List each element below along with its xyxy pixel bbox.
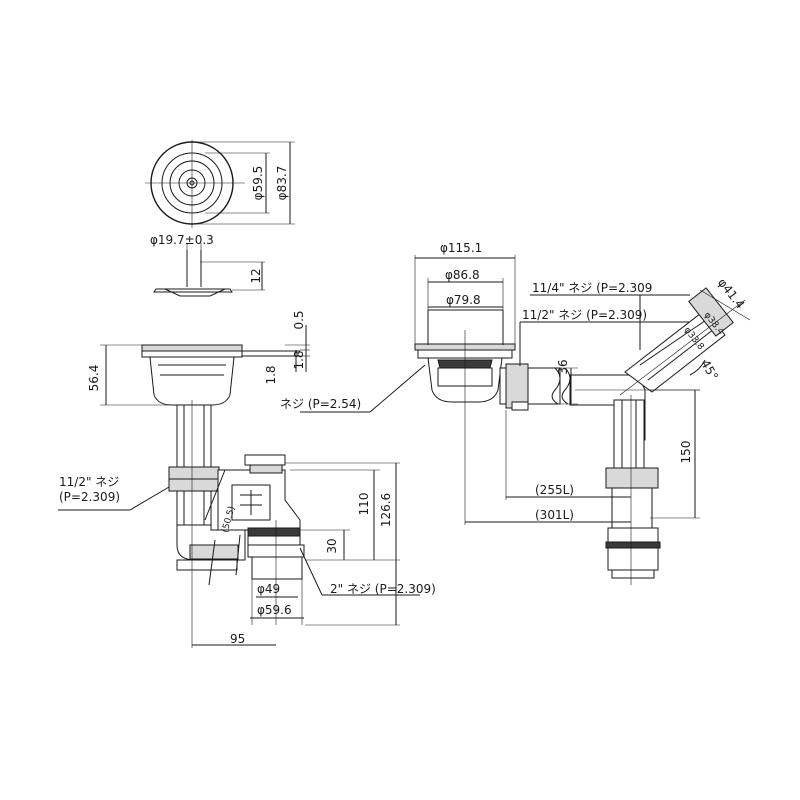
dim-phi-115-1: φ115.1 <box>440 241 482 255</box>
dim-phi-49: φ49 <box>257 582 280 596</box>
top-view-strainer <box>145 140 295 228</box>
note-thread-254: ネジ (P=2.54) <box>280 397 361 411</box>
note-thread-left-pitch: (P=2.309) <box>59 490 120 504</box>
dim-phi-19-7: φ19.7±0.3 <box>150 233 214 247</box>
left-trap-assembly <box>141 344 305 648</box>
dim-301l: (301L) <box>535 508 574 522</box>
dim-110: 110 <box>357 493 371 516</box>
dim-36: 36 <box>556 359 570 374</box>
dim-126-6: 126.6 <box>379 493 393 527</box>
dim-phi-83-7: φ83.7 <box>275 166 289 201</box>
right-dimension-lines <box>300 255 751 523</box>
dim-0-5: 0.5 <box>292 310 306 329</box>
note-thread-112: 11/2" ネジ (P=2.309) <box>522 308 647 322</box>
dim-1-8-b: 1.8 <box>264 365 278 384</box>
dim-30: 30 <box>325 538 339 553</box>
note-thread-114: 11/4" ネジ (P=2.309 <box>532 281 652 295</box>
dim-phi-79-8: φ79.8 <box>446 293 481 307</box>
dim-150: 150 <box>679 441 693 464</box>
note-thread-left: 11/2" ネジ <box>59 475 119 489</box>
cover-plug <box>153 243 265 297</box>
dim-12: 12 <box>249 268 263 283</box>
dim-255l: (255L) <box>535 483 574 497</box>
dim-phi-59-6: φ59.6 <box>257 603 292 617</box>
dim-95: 95 <box>230 632 245 646</box>
dim-phi-59-5: φ59.5 <box>251 166 265 201</box>
left-dimension-lines <box>58 325 420 646</box>
right-trap-assembly <box>414 287 746 585</box>
dim-45-deg: 45° <box>698 357 721 382</box>
note-thread-2in: 2" ネジ (P=2.309) <box>330 582 436 596</box>
dim-1-8-a: 1.8 <box>292 350 306 369</box>
dim-56-4: 56.4 <box>87 365 101 392</box>
dim-phi-86-8: φ86.8 <box>445 268 480 282</box>
